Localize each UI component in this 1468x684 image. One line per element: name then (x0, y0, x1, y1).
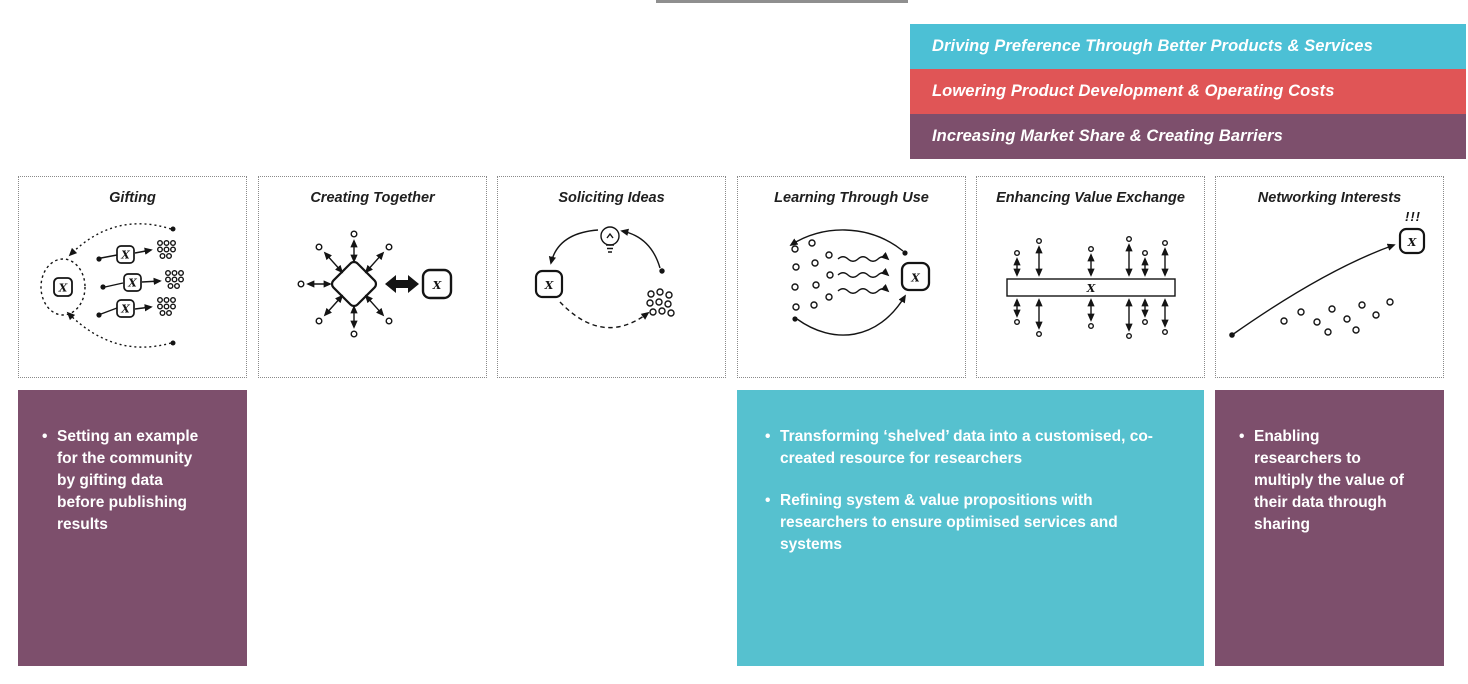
participant-dots (297, 230, 393, 338)
strategy-title: Gifting (109, 190, 156, 206)
strategy-title: Enhancing Value Exchange (996, 190, 1185, 206)
contributor-to-idea-arrow (620, 228, 661, 269)
legend-item-market-share: Increasing Market Share & Creating Barri… (910, 114, 1466, 159)
actor-label: X (1086, 282, 1096, 295)
strategy-title: Creating Together (310, 190, 435, 206)
thick-exchange-arrow (385, 275, 419, 293)
actor-box (123, 273, 142, 292)
legend-item-label: Increasing Market Share & Creating Barri… (932, 127, 1283, 145)
actor-label: X (432, 279, 442, 292)
gift-arrows (134, 247, 162, 312)
soliciting-ideas-diagram: X (534, 226, 675, 329)
legend-item-costs: Lowering Product Development & Operating… (910, 69, 1466, 114)
strategy-title: Networking Interests (1257, 190, 1402, 206)
strategy-title: Learning Through Use (774, 190, 929, 206)
actor-label: X (544, 279, 554, 292)
note-gifting: Setting an example for the community by … (18, 390, 247, 666)
relay-dots (96, 256, 106, 318)
creating-together-diagram: X (297, 230, 453, 338)
note-learning-and-value-exchange: Transforming ‘shelved’ data into a custo… (737, 390, 1204, 666)
note-bullet: Setting an example for the community by … (42, 426, 205, 536)
actor-label: X (1407, 236, 1417, 249)
return-dashed-arrow (559, 301, 650, 329)
note-bullet-list: Transforming ‘shelved’ data into a custo… (765, 426, 1170, 556)
strategy-title: Soliciting Ideas (558, 190, 665, 206)
growth-curve-arrow (1231, 243, 1396, 336)
strategy-card-creating-together: Creating Together (258, 176, 487, 378)
networking-interests-diagram: X !!! (1229, 209, 1426, 338)
community-cluster (646, 288, 675, 317)
actor-label: X (58, 282, 68, 295)
note-bullet: Transforming ‘shelved’ data into a custo… (765, 426, 1170, 470)
legend-item-preference: Driving Preference Through Better Produc… (910, 24, 1466, 69)
relay-links (100, 254, 124, 315)
exchange-arrows-below (1013, 298, 1169, 339)
platform-bar (1006, 278, 1176, 297)
enhancing-value-exchange-diagram: X (1006, 236, 1176, 339)
interest-cluster (1280, 298, 1394, 336)
legend-item-label: Lowering Product Development & Operating… (932, 82, 1335, 100)
actor-label: X (120, 303, 130, 316)
community-cluster (156, 296, 176, 316)
user-cluster (791, 239, 834, 311)
strategy-card-gifting: Gifting X X X X (18, 176, 247, 378)
idea-to-actor-arrow (548, 229, 599, 265)
community-cluster (156, 240, 176, 260)
note-bullet: Refining system & value propositions wit… (765, 490, 1170, 556)
gift-source-circle (40, 258, 86, 316)
cropped-top-edge (656, 0, 908, 3)
exchange-arrows-above (1013, 236, 1169, 277)
excitement-annotation: !!! (1405, 209, 1421, 224)
feedback-curves (789, 229, 908, 336)
gifting-diagram: X X X X (40, 223, 184, 348)
actor-box (421, 268, 453, 300)
note-bullet: Enabling researchers to multiply the val… (1239, 426, 1406, 536)
community-cluster (164, 270, 184, 289)
lightbulb-icon (600, 226, 620, 253)
note-networking: Enabling researchers to multiply the val… (1215, 390, 1444, 666)
actor-box (116, 299, 135, 318)
actor-box (116, 245, 135, 264)
actor-label: X (120, 249, 130, 262)
actor-label: X (910, 272, 920, 285)
contributor-dot (659, 268, 665, 274)
actor-label: X (127, 277, 137, 290)
legend-item-label: Driving Preference Through Better Produc… (932, 37, 1373, 55)
actor-box (534, 269, 564, 299)
note-bullet-list: Enabling researchers to multiply the val… (1239, 426, 1406, 536)
strategy-card-learning-through-use: Learning Through Use X (737, 176, 966, 378)
exchange-arrows (306, 239, 385, 329)
strategy-card-enhancing-value-exchange: Enhancing Value Exchange X (976, 176, 1205, 378)
legend: Driving Preference Through Better Produc… (910, 24, 1466, 159)
strategy-card-networking-interests: Networking Interests X !!! (1215, 176, 1444, 378)
usage-data-wavy-arrows (837, 252, 890, 294)
note-bullet-list: Setting an example for the community by … (42, 426, 205, 536)
feedback-curves (66, 223, 176, 348)
actor-box (53, 277, 73, 297)
strategy-card-soliciting-ideas: Soliciting Ideas X (497, 176, 726, 378)
actor-box (1398, 227, 1426, 255)
learning-through-use-diagram: X (789, 229, 931, 336)
actor-box (900, 261, 931, 292)
